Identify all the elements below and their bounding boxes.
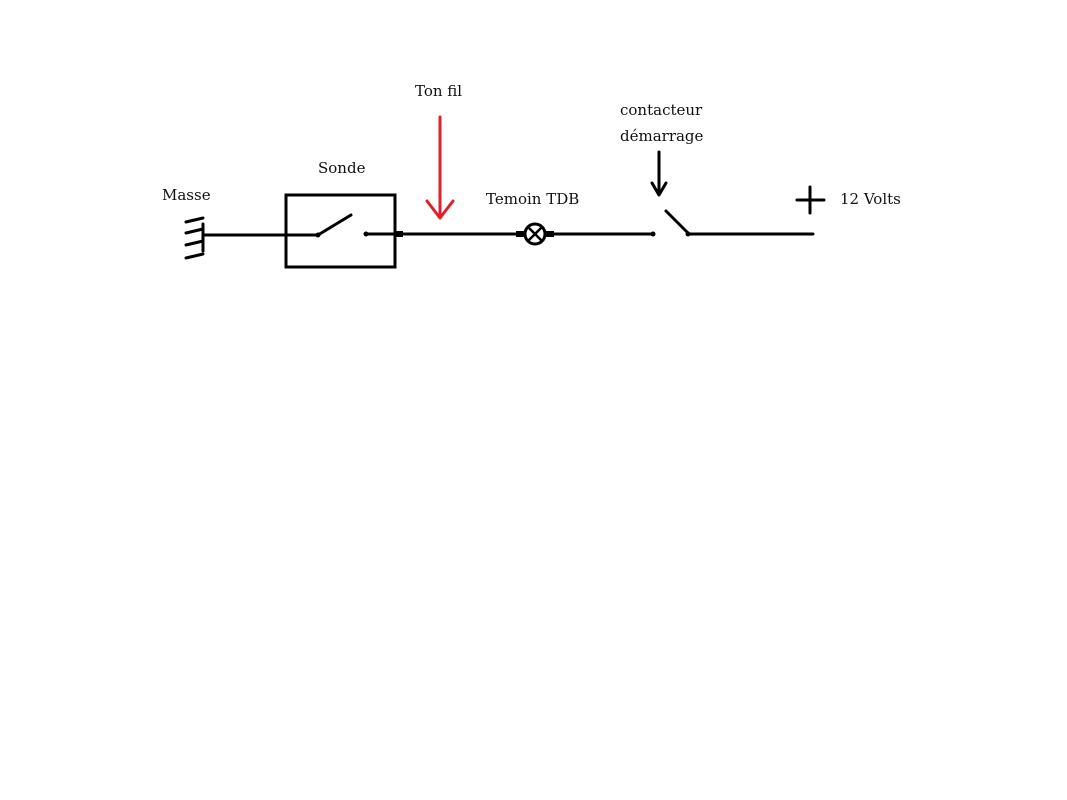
red-arrow-icon (425, 115, 455, 220)
label-temoin: Temoin TDB (486, 190, 579, 208)
plus-icon (795, 185, 826, 215)
label-contacteur-line1: contacteur (620, 101, 703, 119)
black-arrow-icon (650, 150, 668, 197)
probe-switch-icon (315, 213, 403, 238)
label-sonde: Sonde (318, 159, 366, 177)
lamp-icon (516, 222, 554, 246)
ground-icon (184, 216, 205, 260)
label-masse: Masse (162, 186, 211, 204)
label-contacteur-line2: démarrage (620, 127, 704, 145)
label-ton-fil: Ton fil (415, 82, 462, 100)
label-volts: 12 Volts (840, 190, 901, 208)
